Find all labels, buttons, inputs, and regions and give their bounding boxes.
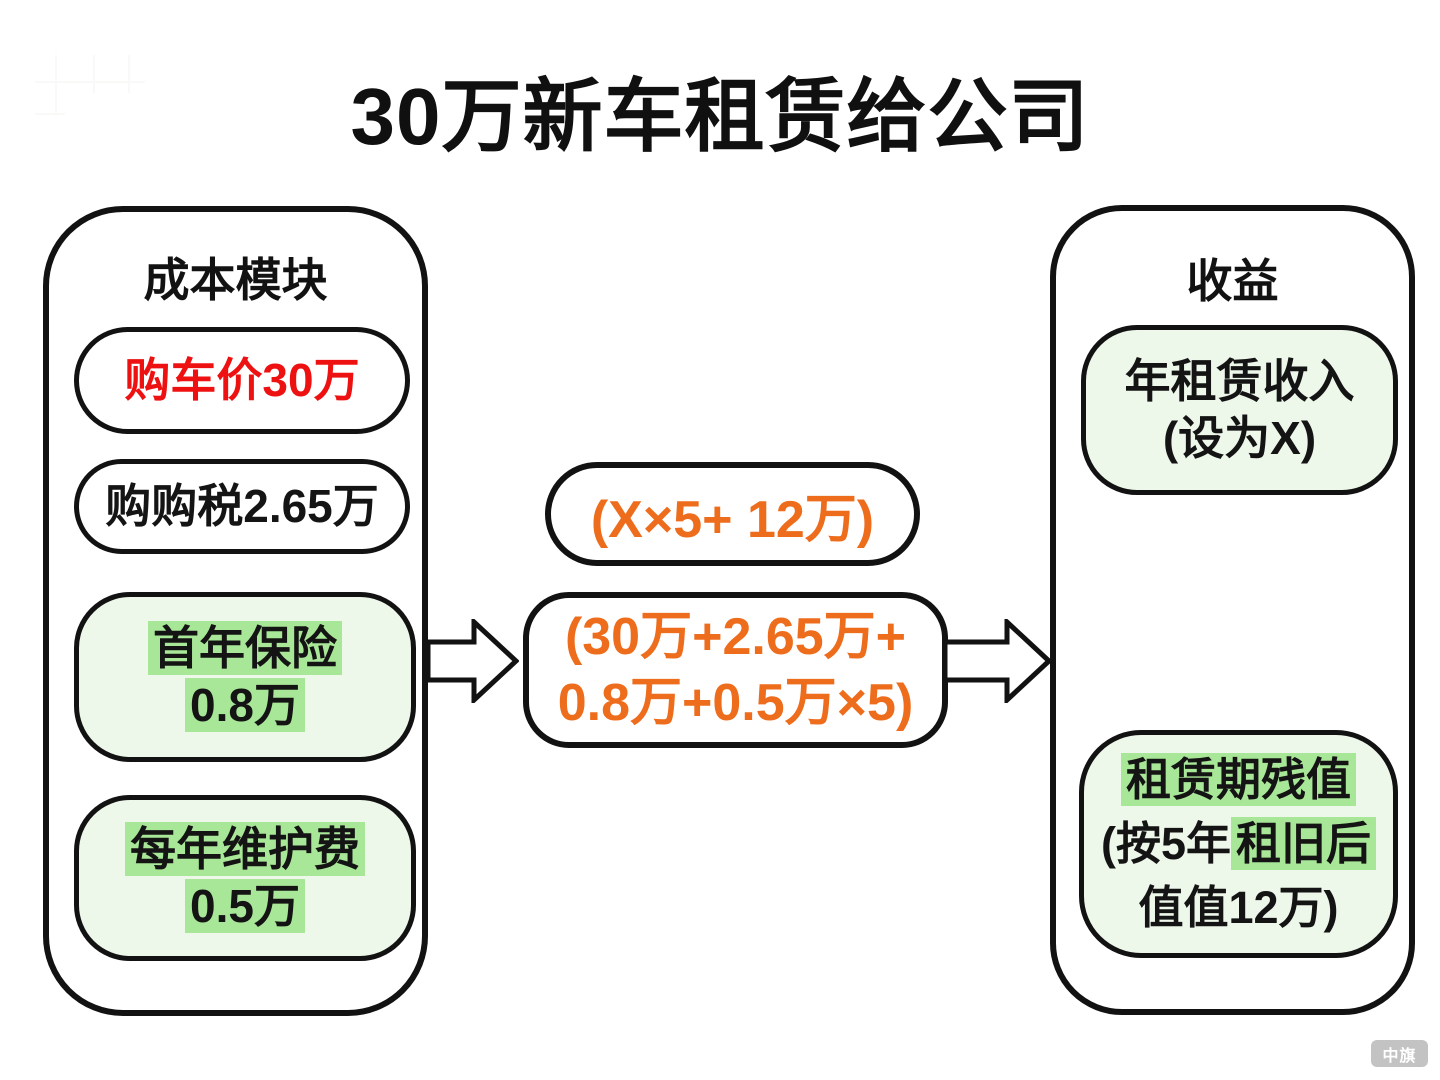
residual-line1: 租赁期残值 (1120, 748, 1356, 812)
maintenance-label-line1: 每年维护费 (125, 821, 365, 879)
purchase-price-label: 购车价30万 (124, 353, 360, 406)
cost-module-header: 成本模块 (143, 254, 328, 306)
rental-income-pill: 年租赁收入 (设为X) (1081, 325, 1398, 495)
purchase-tax-label: 购购税2.65万 (105, 479, 379, 532)
insurance-pill: 首年保险 0.8万 (74, 592, 416, 762)
rental-income-line2: (设为X) (1162, 412, 1317, 464)
insurance-label-line1: 首年保险 (148, 620, 342, 678)
cost-formula-line2: 0.8万+0.5万×5) (557, 674, 914, 732)
cost-formula-line1: (30万+2.65万+ (564, 608, 907, 666)
maintenance-label-line2: 0.5万 (185, 878, 305, 936)
revenue-formula-text: (X×5+ 12万) (590, 490, 875, 549)
faint-grid-artifact (35, 55, 150, 150)
arrow-right-icon (427, 619, 519, 703)
residual-value-pill: 租赁期残值 (按5年租旧后 值值12万) (1079, 730, 1398, 958)
residual-line3: 值值12万) (1138, 882, 1339, 933)
page-title: 30万新车租赁给公司 (350, 72, 1090, 161)
rental-income-line1: 年租赁收入 (1124, 354, 1355, 407)
cost-module-box: 成本模块 购车价30万 购购税2.65万 首年保险 0.8万 每年维护费 0.5… (43, 206, 428, 1016)
insurance-label-line2: 0.8万 (185, 677, 305, 735)
purchase-tax-pill: 购购税2.65万 (74, 459, 410, 554)
watermark-badge: 中旗 (1371, 1040, 1428, 1067)
maintenance-pill: 每年维护费 0.5万 (74, 795, 416, 961)
revenue-box: 收益 年租赁收入 (设为X) 租赁期残值 (按5年租旧后 值值12万) (1050, 205, 1415, 1015)
revenue-formula-pill: (X×5+ 12万) (545, 462, 920, 566)
purchase-price-pill: 购车价30万 (74, 327, 410, 434)
arrow-right-icon (944, 619, 1052, 703)
residual-line2: (按5年租旧后 (1101, 812, 1377, 876)
revenue-header: 收益 (1186, 255, 1279, 307)
cost-formula-box: (30万+2.65万+ 0.8万+0.5万×5) (523, 592, 948, 748)
